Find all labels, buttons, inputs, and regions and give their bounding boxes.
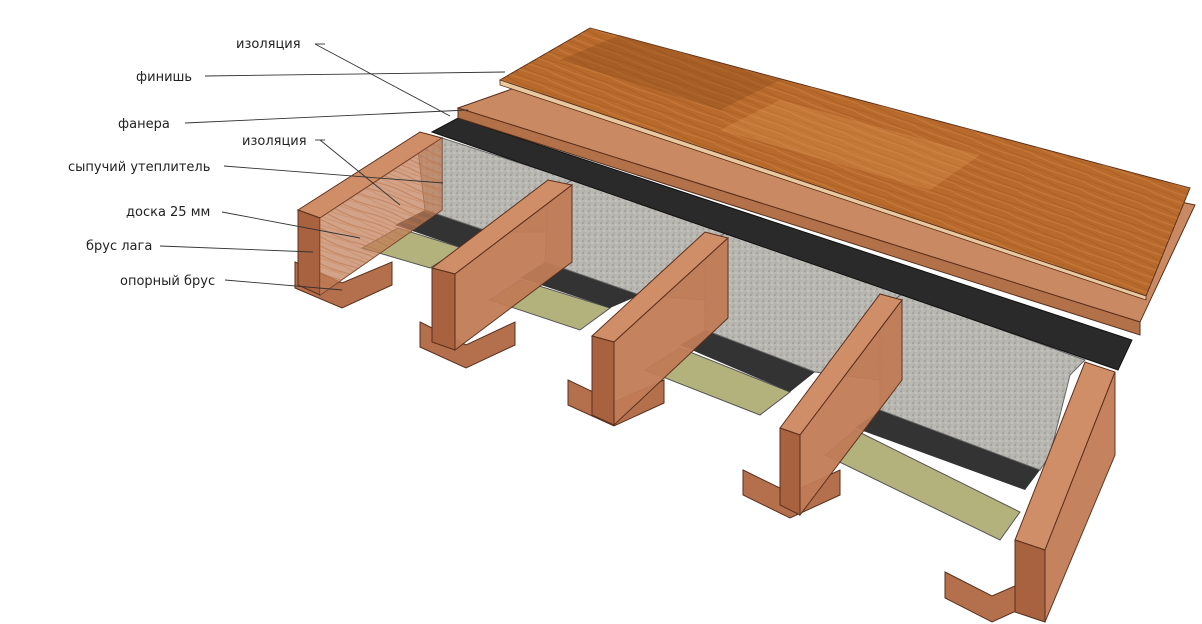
joist-1 [296, 131, 444, 296]
leader-plywood [184, 109, 469, 124]
leader-insulation-mid [319, 139, 401, 206]
label-support-beam: опорный брус [120, 274, 215, 289]
leader-insulation-top [314, 43, 451, 117]
membrane-bottom-3 [680, 330, 815, 392]
membrane-top [430, 117, 1133, 371]
joist-3 [590, 231, 730, 427]
subfloor-boards [360, 227, 1021, 541]
label-insulation-top: изоляция [236, 37, 301, 52]
label-plywood: фанера [118, 117, 170, 132]
leader-bulk-insulation [223, 165, 444, 184]
leader-lines [159, 43, 506, 291]
support-beam-2 [419, 321, 516, 369]
membrane-bottom-4 [855, 410, 1040, 490]
label-joist-beam: брус лага [86, 239, 152, 254]
leader-support-beam [224, 279, 343, 291]
leader-board [221, 211, 361, 239]
joist-4 [779, 293, 903, 517]
plywood-layer [456, 69, 1196, 336]
labels: изоляция финишь фанера изоляция сыпучий … [68, 37, 307, 289]
leader-finish [204, 71, 506, 77]
finish-floor [498, 27, 1191, 301]
joist-2 [430, 179, 574, 352]
label-insulation-mid: изоляция [242, 134, 307, 149]
leader-joist-beam [159, 245, 314, 253]
label-finish: финишь [136, 70, 192, 85]
label-bulk-insulation: сыпучий утеплитель [68, 160, 210, 175]
label-board: доска 25 мм [126, 205, 210, 220]
joist-5 [1014, 361, 1116, 623]
joists [296, 131, 1116, 623]
